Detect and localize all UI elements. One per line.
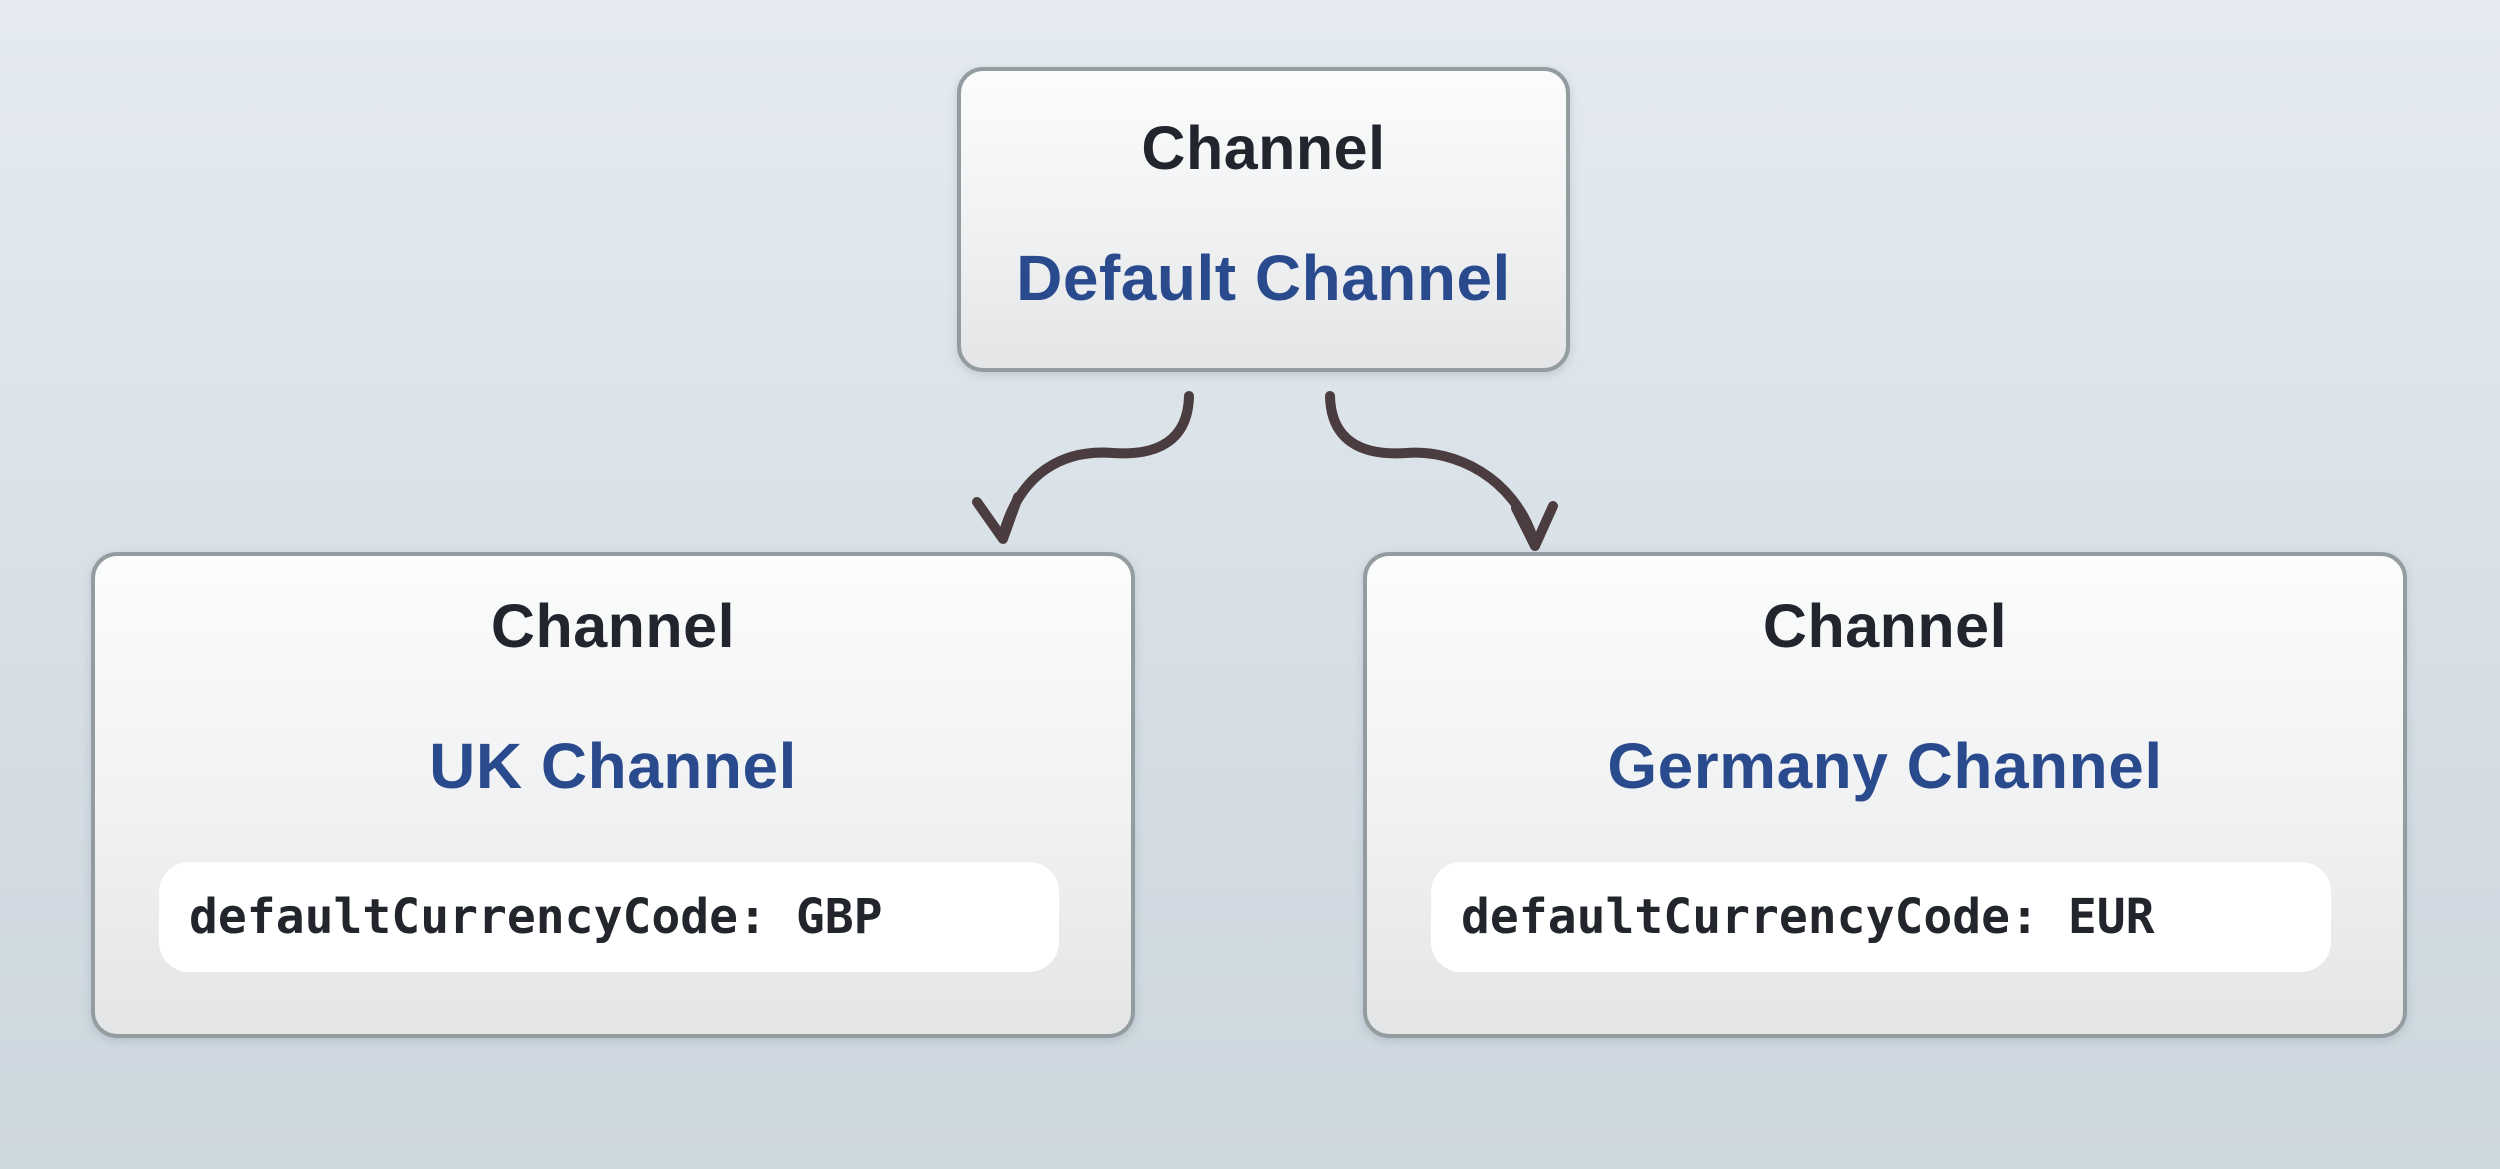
arrow-shaft	[1325, 391, 1538, 543]
attribute-pill: defaultCurrencyCode: GBP	[159, 862, 1059, 972]
arrow-head	[1511, 501, 1558, 551]
node-name-label: Default Channel	[1016, 242, 1511, 314]
node-type-label: Channel	[490, 592, 736, 660]
curved-arrow-to-uk-icon	[972, 391, 1194, 544]
attribute-text: defaultCurrencyCode: GBP	[189, 889, 883, 945]
node-germany-channel: Channel Germany Channel defaultCurrencyC…	[1363, 552, 2407, 1038]
node-name-label: UK Channel	[429, 730, 797, 802]
node-uk-channel: Channel UK Channel defaultCurrencyCode: …	[91, 552, 1135, 1038]
node-type-label: Channel	[1141, 114, 1386, 182]
attribute-text: defaultCurrencyCode: EUR	[1461, 889, 2155, 945]
curved-arrow-to-germany-icon	[1325, 391, 1558, 551]
node-name-label: Germany Channel	[1607, 730, 2163, 802]
node-default-channel: Channel Default Channel	[957, 67, 1570, 372]
node-type-label: Channel	[1762, 592, 2008, 660]
attribute-pill: defaultCurrencyCode: EUR	[1431, 862, 2331, 972]
arrow-shaft	[999, 391, 1194, 537]
arrow-head	[972, 492, 1023, 544]
